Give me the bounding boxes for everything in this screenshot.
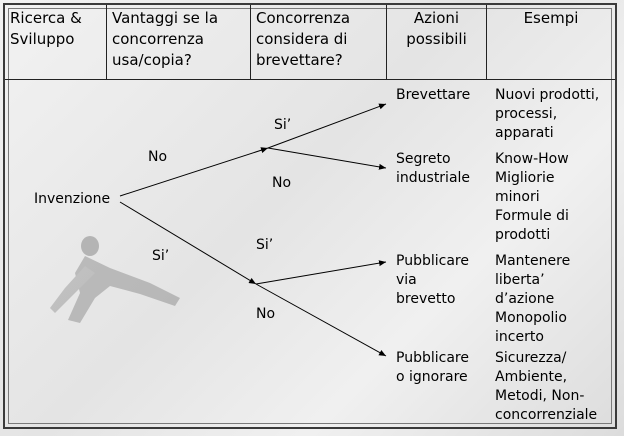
branch-si-no bbox=[255, 283, 387, 357]
branch-no bbox=[119, 147, 269, 197]
label-upper-yes: Si’ bbox=[274, 117, 292, 133]
branch-no-yes bbox=[267, 103, 387, 149]
header-advantages: Vantaggi se la concorrenza usa/copia? bbox=[107, 5, 251, 80]
examples-pubblicare-brevetto: Mantenere liberta’ d’azione Monopolio in… bbox=[495, 253, 571, 345]
slide-frame bbox=[3, 3, 617, 429]
examples-segreto: Know-How Migliorie minori Formule di pro… bbox=[495, 151, 569, 243]
examples-brevettare: Nuovi prodotti, processi, apparati bbox=[495, 87, 600, 141]
header-research: Ricerca & Sviluppo bbox=[5, 5, 107, 80]
header-actions: Azioni possibili bbox=[387, 5, 487, 80]
action-segreto: Segreto industriale bbox=[396, 151, 471, 186]
label-upper-no2: No bbox=[272, 175, 292, 191]
athlete-silhouette bbox=[50, 236, 180, 323]
header-examples: Esempi bbox=[487, 5, 615, 80]
branch-no-no bbox=[267, 147, 387, 170]
header-competition: Concorrenza considera di brevettare? bbox=[251, 5, 387, 80]
label-upper-no: No bbox=[148, 149, 168, 165]
label-lower-no: No bbox=[256, 306, 276, 322]
action-pubblicare-brevetto: Pubblicare via brevetto bbox=[396, 253, 469, 307]
label-lower-si: Si’ bbox=[152, 248, 170, 264]
action-pubblicare-ignorare: Pubblicare o ignorare bbox=[396, 350, 469, 385]
label-lower-yes: Si’ bbox=[256, 237, 274, 253]
examples-pubblicare-ignorare: Sicurezza/ Ambiente, Metodi, Non- concor… bbox=[495, 350, 598, 423]
branch-si-yes bbox=[255, 260, 387, 285]
action-brevettare: Brevettare bbox=[396, 87, 471, 103]
branch-si bbox=[119, 201, 257, 285]
root-label: Invenzione bbox=[34, 191, 111, 207]
